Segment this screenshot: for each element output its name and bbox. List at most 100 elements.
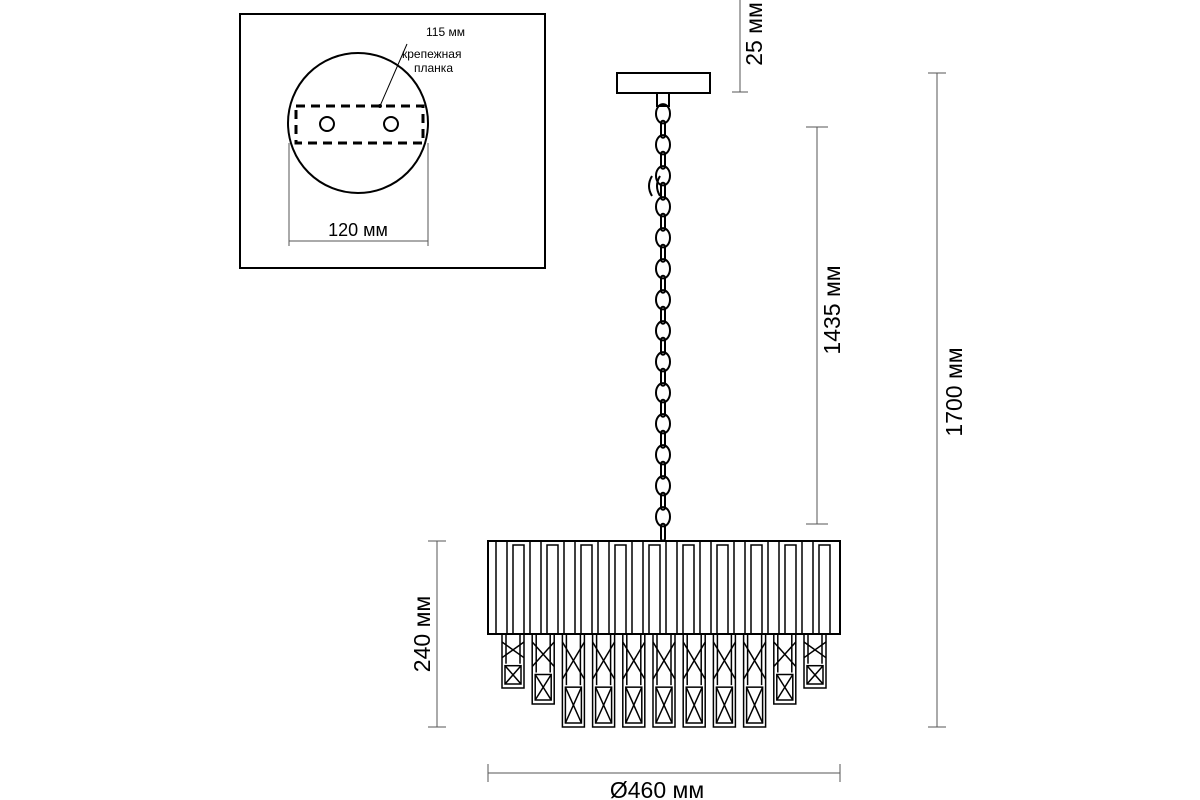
chain-link	[655, 506, 671, 528]
crystal-body	[712, 633, 737, 728]
crystal-drop	[652, 633, 676, 728]
crystal-body	[803, 633, 827, 689]
mounting-plate	[294, 104, 425, 145]
crystal-body	[501, 633, 525, 689]
crystal-lower	[594, 686, 613, 724]
plate-hole-left	[319, 116, 335, 132]
crystal-facet	[685, 686, 703, 724]
crystal-facet	[625, 686, 643, 724]
chain-link	[655, 382, 671, 404]
chain-link	[660, 119, 666, 139]
plate-name-line2: планка	[414, 61, 453, 75]
shade-rod	[733, 540, 746, 635]
crystal-facet	[564, 686, 583, 724]
mounting-detail-inset	[239, 13, 546, 269]
crystal-facet	[655, 686, 673, 724]
crystal-drop	[712, 633, 737, 728]
dimension-lines	[428, 0, 946, 782]
chain-length-label: 1435 мм	[819, 265, 845, 354]
shade-rod	[818, 544, 831, 635]
chain-link	[655, 227, 671, 249]
crystal-body	[742, 633, 767, 728]
shade-rod	[563, 540, 576, 635]
crystal-facet	[504, 665, 522, 685]
crystal-facet	[534, 674, 552, 701]
crystal-lower	[685, 686, 703, 724]
chain-link	[660, 429, 666, 449]
crystal-lower	[715, 686, 734, 724]
crystal-lower	[776, 673, 794, 701]
chain-link	[660, 181, 666, 201]
chandelier-shade	[487, 540, 841, 728]
shade-rod	[529, 540, 542, 635]
crystal-lower	[504, 664, 522, 685]
plate-name-line1: крепежная	[402, 47, 461, 61]
chain-link	[655, 444, 671, 466]
crystal-drop	[591, 633, 616, 728]
chain-link	[655, 475, 671, 497]
chain-link	[660, 274, 666, 294]
crystal-body	[773, 633, 797, 705]
crystal-lower	[745, 686, 764, 724]
chain-link	[655, 413, 671, 435]
shade-rod	[665, 540, 678, 635]
chain-link	[655, 196, 671, 218]
chain-link	[660, 336, 666, 356]
shade-rod	[682, 544, 695, 635]
crystal-lower	[564, 686, 583, 724]
inset-frame	[239, 13, 546, 269]
crystal-body	[622, 633, 646, 728]
chain-break-mark	[648, 175, 661, 197]
crystal-drop	[803, 633, 827, 689]
crystal-body	[561, 633, 586, 728]
chain-link	[655, 258, 671, 280]
crystal-drop	[622, 633, 646, 728]
shade-rod	[750, 544, 763, 635]
chain-link	[660, 367, 666, 387]
canopy-height-label: 25 мм	[741, 2, 767, 66]
shade-rods	[495, 540, 831, 635]
chain-link	[655, 320, 671, 342]
chain-link	[660, 305, 666, 325]
shade-rod	[801, 540, 814, 635]
shade-rod	[648, 544, 661, 635]
canopy-body	[616, 72, 711, 94]
chain-link	[655, 103, 671, 125]
shade-rod	[699, 540, 712, 635]
chain-link	[660, 460, 666, 480]
shade-rod	[546, 544, 559, 635]
chain-link	[660, 150, 666, 170]
shade-rod	[767, 540, 780, 635]
suspension-chain	[655, 103, 671, 542]
crystal-facet	[776, 674, 794, 701]
chain-link	[655, 351, 671, 373]
chain-link	[655, 134, 671, 156]
diameter-label: Ø460 мм	[610, 777, 704, 800]
crystal-facet	[594, 686, 613, 724]
shade-rod	[614, 544, 627, 635]
plate-width-label: 115 мм	[426, 25, 465, 39]
shade-rod	[784, 544, 797, 635]
crystal-drop	[682, 633, 706, 728]
canopy-diameter-label: 120 мм	[328, 220, 388, 240]
plate-leader-line	[379, 43, 408, 107]
crystal-body	[531, 633, 555, 705]
crystal-body	[652, 633, 676, 728]
chain-link	[655, 289, 671, 311]
shade-height-label: 240 мм	[409, 596, 435, 672]
crystal-body	[682, 633, 706, 728]
crystal-lower	[534, 673, 552, 701]
chain-link	[660, 212, 666, 232]
canopy-circle	[287, 52, 429, 194]
chain-link	[655, 165, 671, 187]
crystal-facet	[745, 686, 764, 724]
crystal-facet	[715, 686, 734, 724]
crystal-drop	[561, 633, 586, 728]
plate-hole-right	[383, 116, 399, 132]
shade-rod	[512, 544, 525, 635]
chain-link	[660, 398, 666, 418]
canopy-hook	[656, 92, 670, 107]
shade-rod	[631, 540, 644, 635]
crystal-lower	[806, 664, 824, 685]
